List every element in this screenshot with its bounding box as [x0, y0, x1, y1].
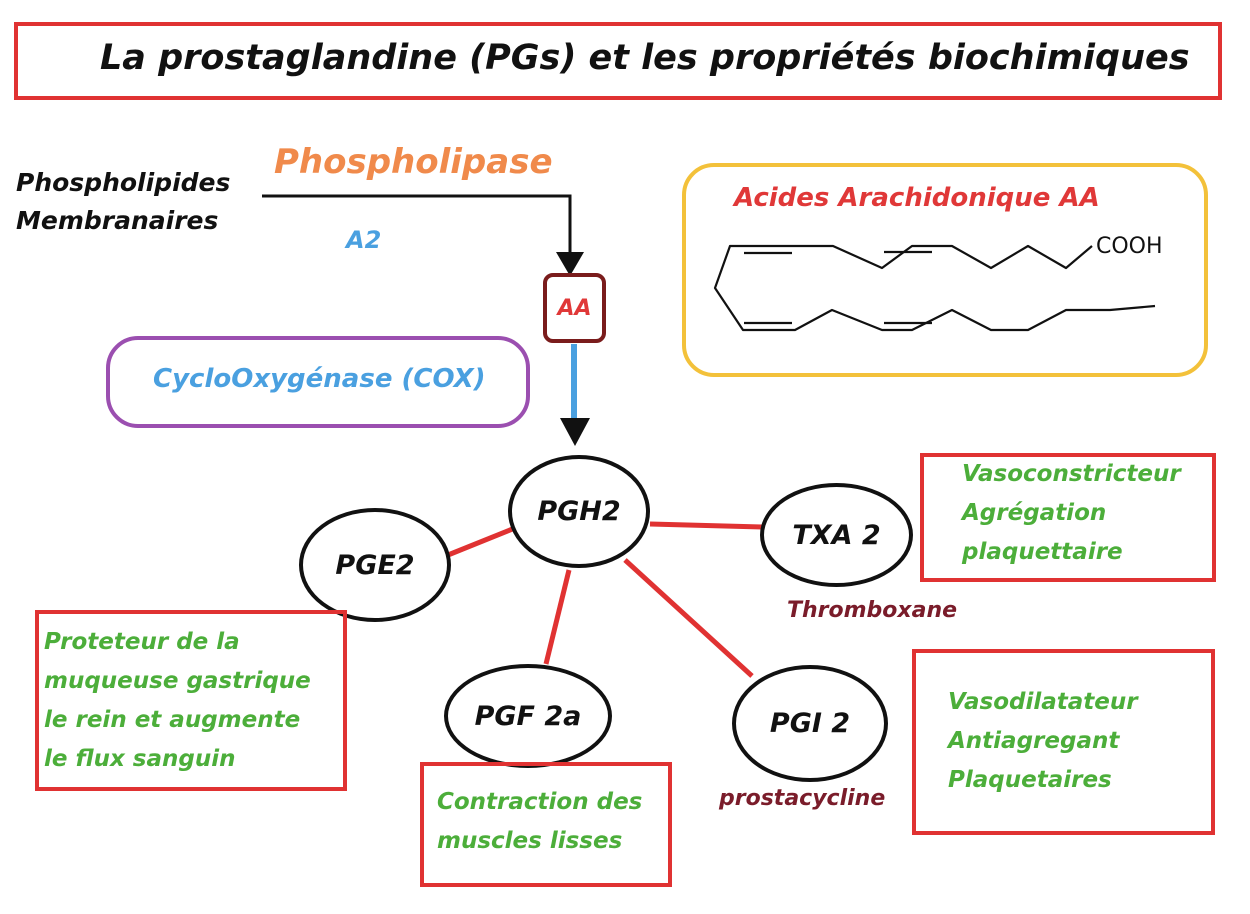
node-pgh2: PGH2: [508, 455, 650, 568]
phospholipid-arrow-head: [556, 252, 584, 276]
pgi2-effects-box: [912, 649, 1215, 835]
txa2-effects-box: [920, 453, 1216, 582]
source-line-1: Phospholipides: [16, 168, 231, 197]
pge2-effect-line: le flux sanguin: [44, 746, 236, 772]
txa2-effects-text: Vasoconstricteur Agrégation plaquettaire: [962, 455, 1181, 572]
title-frame: [14, 22, 1222, 100]
node-pge2-label: PGE2: [335, 549, 415, 581]
source-line-2: Membranaires: [16, 206, 219, 235]
page-title: La prostaglandine (PGs) et les propriété…: [100, 38, 1190, 78]
pgi2-caption: prostacycline: [719, 786, 886, 811]
phospholipase-label: Phospholipase: [274, 142, 553, 182]
txa2-effect-line: plaquettaire: [962, 539, 1123, 565]
node-pgf2a-label: PGF 2a: [474, 700, 582, 732]
pgi2-effects-text: Vasodilatateur Antiagregant Plaquetaires: [948, 683, 1138, 800]
phospholipase-suffix: A2: [346, 226, 382, 254]
cooh-group-label: COOH: [1096, 234, 1163, 259]
cox-frame: [106, 336, 530, 428]
node-pge2: PGE2: [299, 508, 451, 622]
pgf2a-effects-box: [420, 762, 672, 887]
cox-arrow-head: [560, 418, 590, 446]
arachidonic-acid-panel: [682, 163, 1208, 377]
txa2-effect-line: Agrégation: [962, 500, 1107, 526]
pgi2-effect-line: Vasodilatateur: [948, 689, 1138, 715]
link-pgh2-pge2: [447, 525, 516, 558]
arachidonic-acid-structure-icon: COOH: [713, 234, 1163, 332]
node-pgi2-label: PGI 2: [769, 708, 851, 739]
pgi2-effect-line: Antiagregant: [948, 728, 1120, 754]
pgi2-effect-line: Plaquetaires: [948, 767, 1112, 793]
aa-box: AA: [543, 273, 606, 343]
pge2-effect-line: Proteteur de la: [44, 629, 240, 655]
node-pgf2a: PGF 2a: [444, 664, 612, 768]
cox-label: CycloOxygénase (COX): [153, 364, 486, 394]
node-txa2-label: TXA 2: [792, 519, 881, 551]
node-pgi2: PGI 2: [732, 665, 888, 782]
pgf2a-effect-line: muscles lisses: [437, 828, 623, 854]
phospholipid-arrow-line: [262, 194, 572, 255]
arachidonic-acid-title: Acides Arachidonique AA: [734, 183, 1100, 213]
pgf2a-effects-text: Contraction des muscles lisses: [437, 783, 642, 861]
pge2-effect-line: muqueuse gastrique: [44, 668, 311, 694]
pge2-effects-text: Proteteur de la muqueuse gastrique le re…: [44, 623, 311, 779]
aa-box-label: AA: [557, 295, 592, 321]
source-label: Phospholipides Membranaires: [16, 164, 230, 240]
link-pgh2-txa2: [649, 521, 763, 530]
txa2-effect-line: Vasoconstricteur: [962, 461, 1181, 487]
node-pgh2-label: PGH2: [537, 496, 621, 527]
node-txa2: TXA 2: [760, 483, 913, 587]
pgf2a-effect-line: Contraction des: [437, 789, 643, 815]
link-pgh2-pgf2a: [543, 569, 572, 665]
pge2-effect-line: le rein et augmente: [44, 707, 301, 733]
txa2-caption: Thromboxane: [787, 598, 958, 623]
pge2-effects-box: [35, 610, 347, 791]
link-pgh2-pgi2: [623, 558, 754, 678]
